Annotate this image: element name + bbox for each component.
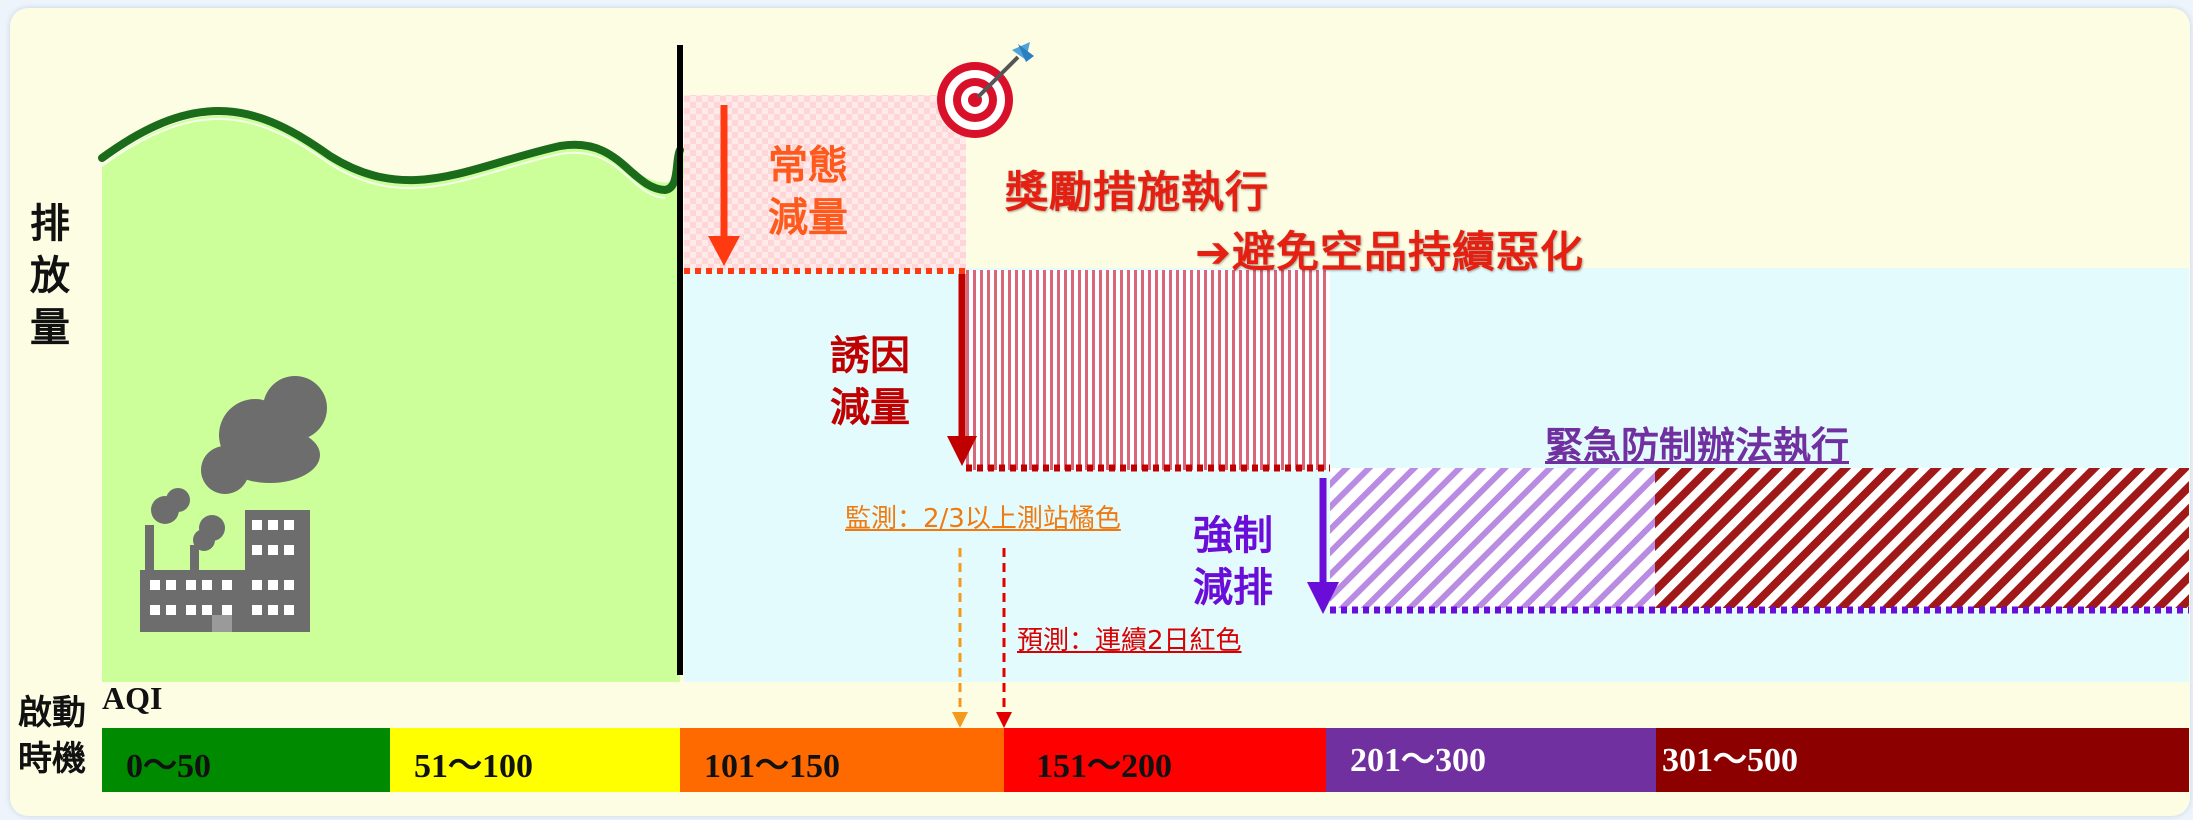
arrow-right-icon: ➔: [1195, 228, 1233, 278]
mandatory-label-line: 強制: [1193, 513, 1273, 559]
headline-incentive: 獎勵措施執行: [1005, 168, 1269, 218]
forecast-label: 預測：連續2日紅色: [1017, 626, 1242, 656]
emergency-block-red: [1655, 468, 2189, 608]
incentive-reduction-label: 誘因 減量: [830, 330, 910, 434]
routine-reduction-label: 常態 減量: [768, 140, 848, 244]
routine-label-line: 常態: [768, 143, 848, 189]
incentive-label-line: 誘因: [830, 333, 910, 379]
routine-arrow-head: [708, 236, 740, 266]
aqi-segment-moderate: 51～100: [390, 728, 680, 792]
y-axis-char: 排: [30, 201, 70, 247]
aqi-segment-label: 0～50: [126, 748, 211, 785]
aqi-label: AQI: [102, 680, 163, 716]
mandatory-reduction-label: 強制 減排: [1193, 510, 1273, 614]
forecast-pointer-head: [996, 712, 1012, 728]
routine-label-line: 減量: [768, 195, 848, 241]
incentive-arrow-head: [947, 436, 977, 466]
aqi-segment-unhealthy: 151～200: [1004, 728, 1326, 792]
start-timing-label: 啟動 時機: [18, 690, 86, 782]
emergency-label: 緊急防制辦法執行: [1545, 424, 1850, 468]
headline-avoid-text: 避免空品持續惡化: [1232, 228, 1585, 278]
start-timing-line: 啟動: [18, 693, 86, 733]
aqi-segment-label: 51～100: [414, 748, 533, 785]
factory-icon: [140, 376, 327, 632]
emergency-block-purple: [1330, 468, 1655, 608]
incentive-label-line: 減量: [830, 385, 910, 431]
monitor-label: 監測：2/3以上測站橘色: [845, 504, 1121, 534]
aqi-segment-label: 151～200: [1036, 748, 1172, 785]
emission-curve-highlight: [101, 118, 666, 199]
mandatory-label-line: 減排: [1193, 565, 1273, 611]
aqi-segment-very-unhealthy: 201～300: [1326, 728, 1656, 792]
emission-curve: [98, 107, 684, 195]
y-axis-char: 量: [30, 305, 70, 351]
aqi-segment-label: 201～300: [1350, 742, 1486, 779]
y-axis-char: 放: [30, 253, 70, 299]
headline-avoid: ➔避免空品持續惡化: [1195, 218, 1584, 280]
monitor-pointer-head: [952, 712, 968, 728]
target-icon: [937, 42, 1034, 138]
incentive-reduction-block: [966, 270, 1330, 470]
mandatory-arrow-head: [1307, 582, 1339, 614]
start-timing-line: 時機: [18, 739, 86, 779]
y-axis-label: 排 放 量: [30, 198, 70, 354]
aqi-segment-good: 0～50: [102, 728, 390, 792]
aqi-segment-label: 301～500: [1662, 742, 1798, 779]
aqi-segment-label: 101～150: [704, 748, 840, 785]
aqi-segment-sensitive: 101～150: [680, 728, 1004, 792]
aqi-segment-hazardous: 301～500: [1656, 728, 2189, 792]
